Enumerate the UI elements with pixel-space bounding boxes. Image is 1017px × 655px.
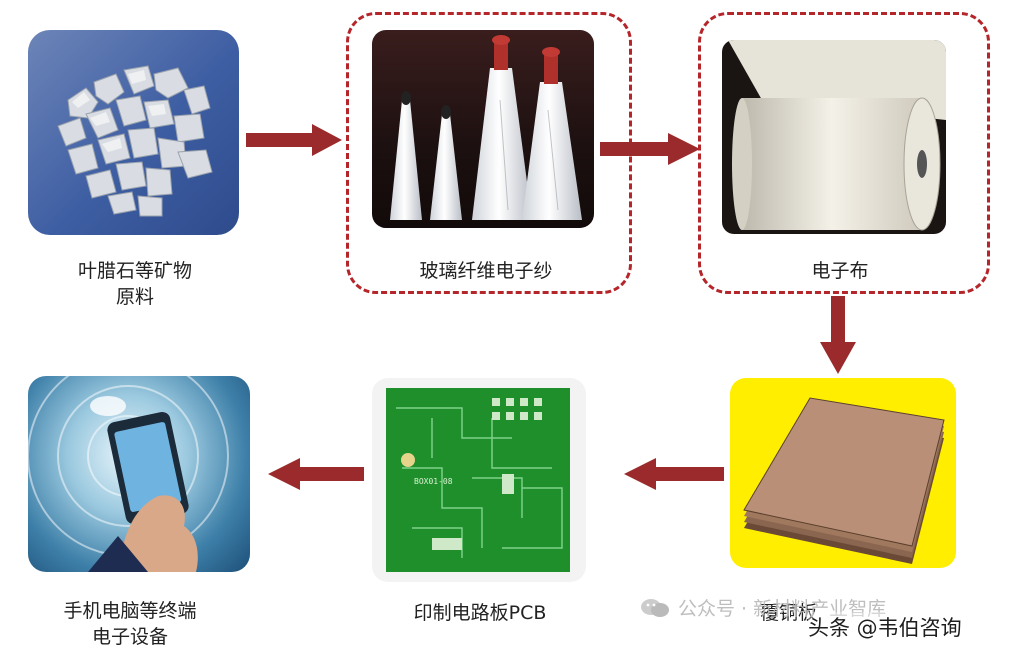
wechat-icon [640, 597, 670, 619]
flow-arrow-right-1 [246, 124, 342, 156]
step-label-line1: 电子布 [740, 258, 940, 284]
glass-fiber-yarn-image [372, 30, 594, 228]
flow-arrow-left-2 [268, 458, 364, 490]
pcb-board-graphic: BOX01-08 [372, 378, 586, 582]
step-label-devices: 手机电脑等终端 电子设备 [30, 598, 230, 650]
electronic-cloth-image [722, 40, 946, 234]
flow-arrow-left-1 [624, 458, 724, 490]
step-label-line1: 叶腊石等矿物 [40, 258, 230, 284]
step-label-line1: 玻璃纤维电子纱 [376, 258, 596, 284]
step-label-line2: 电子设备 [30, 624, 230, 650]
toutiao-watermark-text: 头条 @韦伯咨询 [808, 616, 962, 640]
step-label-cloth: 电子布 [740, 258, 940, 284]
mineral-raw-material-image [28, 30, 239, 235]
toutiao-watermark: 头条 @韦伯咨询 [808, 612, 962, 642]
pcb-silkscreen-text: BOX01-08 [414, 477, 453, 486]
step-label-line1: 印制电路板PCB [380, 600, 580, 626]
laminate-sheets-graphic [730, 378, 956, 568]
step-label-line2: 原料 [40, 284, 230, 310]
pcb-image: BOX01-08 [372, 378, 586, 582]
flow-arrow-right-2 [600, 133, 700, 165]
copper-clad-laminate-image [730, 378, 956, 568]
step-label-line1: 手机电脑等终端 [30, 598, 230, 624]
step-label-mineral: 叶腊石等矿物 原料 [40, 258, 230, 310]
terminal-devices-image [28, 376, 250, 572]
flow-arrow-down [820, 296, 856, 374]
step-label-yarn: 玻璃纤维电子纱 [376, 258, 596, 284]
step-label-pcb: 印制电路板PCB [380, 600, 580, 626]
yarn-bobbins-graphic [372, 30, 594, 228]
cloth-roll-graphic [722, 40, 946, 234]
mineral-rocks-graphic [28, 30, 239, 235]
phone-in-hand-graphic [28, 376, 250, 572]
